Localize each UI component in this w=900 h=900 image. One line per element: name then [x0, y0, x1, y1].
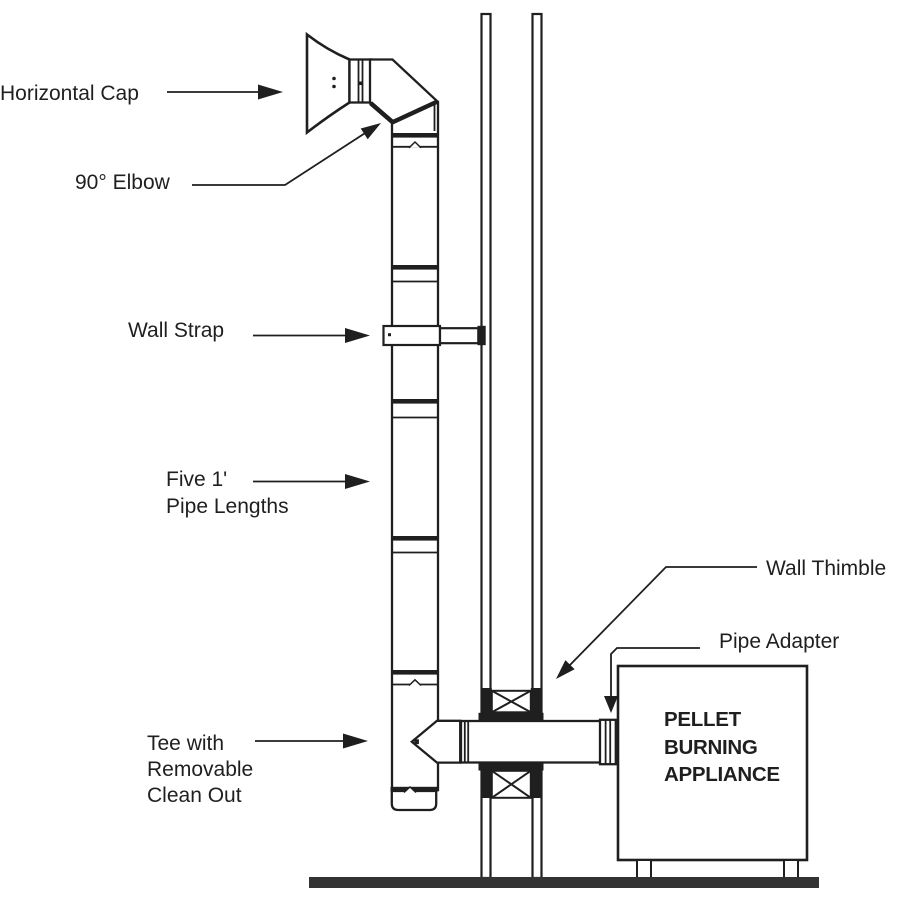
label-appliance-line3: APPLIANCE: [664, 763, 780, 786]
arrowhead-elbow: [360, 123, 381, 140]
label-horizontal-cap: Horizontal Cap: [0, 82, 139, 105]
adapter-body: [598, 718, 617, 766]
horizontal-vent-pipe: [409, 719, 603, 764]
elbow-miter-joint: [369, 101, 395, 125]
wall-strap-arm: [438, 327, 480, 345]
appliance-box: [616, 664, 809, 862]
seam-caret: [408, 678, 422, 687]
arrowhead-horizontal-cap: [258, 84, 283, 100]
pipe-adapter-art: [598, 718, 617, 766]
label-appliance-line2: BURNING: [664, 735, 758, 759]
leader-pipe-adapter: [610, 647, 700, 697]
cap-collar: [348, 58, 373, 104]
thimble-flange: [530, 770, 543, 798]
elbow-miter-joint: [391, 99, 439, 125]
cleanout-band: [390, 786, 439, 792]
seam-caret: [408, 140, 422, 149]
label-pipe-lengths-line2: Pipe Lengths: [166, 495, 289, 518]
vent-pipe-assembly: [305, 31, 440, 792]
label-wall-strap: Wall Strap: [128, 319, 225, 342]
label-wall-thimble: Wall Thimble: [766, 557, 887, 580]
label-tee-line2: Removable: [147, 758, 254, 781]
tee-branch-cone: [409, 719, 462, 764]
thimble-plate-bottom: [478, 762, 544, 771]
thimble-flange: [480, 688, 492, 713]
leader-elbow: [192, 131, 367, 186]
seam-caret: [403, 785, 417, 794]
arrowhead-pipe-lengths: [345, 474, 370, 489]
thimble-flange: [530, 688, 543, 713]
wall-strap-screw: [388, 333, 391, 337]
cleanout-cap: [390, 789, 438, 812]
tee-branch-latch: [414, 739, 419, 745]
label-tee-line3: Clean Out: [147, 784, 242, 807]
pipe-coupling-bands: [391, 133, 439, 687]
appliance-leg: [636, 859, 652, 879]
label-pipe-adapter: Pipe Adapter: [719, 630, 840, 653]
leader-wall-thimble: [567, 566, 757, 668]
tee-cleanout-art: [390, 785, 439, 812]
label-appliance-line1: PELLET: [664, 708, 741, 731]
arrowhead-wall-thimble: [556, 660, 575, 679]
arrowhead-tee: [343, 733, 368, 749]
thimble-insulation-box-bottom: [490, 769, 532, 799]
arrowhead-wall-strap: [345, 328, 370, 343]
label-tee-line1: Tee with: [147, 732, 225, 755]
wall-thimble-art: [478, 688, 544, 799]
thimble-plate-top: [478, 712, 544, 722]
wall-strap-art: [382, 324, 486, 347]
thimble-insulation-box-top: [490, 689, 532, 714]
cap-rivet-dot: [332, 84, 336, 89]
floor-line: [309, 877, 819, 888]
thimble-flange: [480, 770, 492, 798]
label-pipe-lengths: Five 1' Pipe Lengths: [166, 466, 289, 520]
cap-collar-latch: [359, 81, 363, 85]
arrowhead-pipe-adapter: [604, 696, 618, 713]
appliance-leg: [783, 859, 799, 879]
wall-strap-anchor: [477, 325, 486, 346]
label-90-elbow: 90° Elbow: [75, 171, 170, 194]
horizontal-cap-bell: [305, 31, 351, 136]
label-pellet-appliance: PELLET BURNING APPLIANCE: [664, 706, 780, 789]
wall-strap-band: [382, 324, 442, 347]
leader-arrows: [167, 84, 757, 749]
vertical-pipe: [390, 100, 440, 792]
label-tee-cleanout: Tee with Removable Clean Out: [147, 731, 253, 809]
appliance-art: [616, 664, 809, 879]
label-pipe-lengths-line1: Five 1': [166, 468, 228, 491]
horizontal-pipe: [459, 719, 603, 764]
cap-rivet-dot: [332, 76, 336, 81]
